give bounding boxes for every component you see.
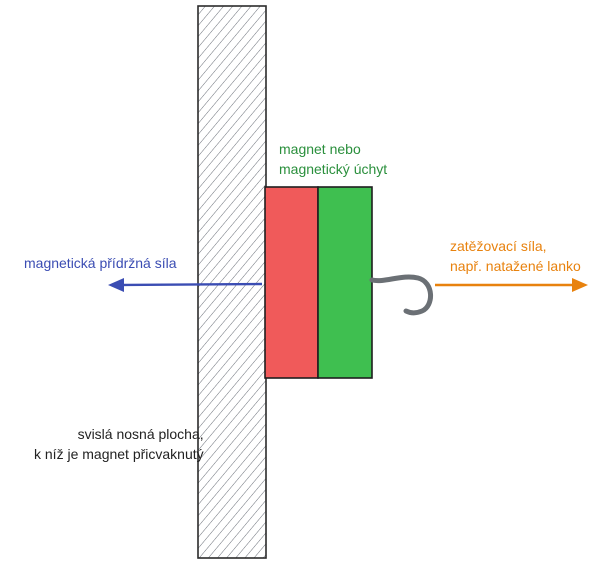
surface-label-line1: svislá nosná plocha,: [77, 426, 204, 442]
magnet-label: magnet nebo magnetický úchyt: [279, 139, 387, 179]
load-force-line1: zatěžovací síla,: [450, 238, 547, 254]
magnet-red-half: [264, 186, 319, 379]
surface-label-line2: k níž je magnet přicvaknutý: [34, 446, 204, 462]
magnet-label-line2: magnetický úchyt: [279, 161, 388, 177]
load-force-arrow: [435, 278, 588, 292]
magnet-label-line1: magnet nebo: [279, 141, 361, 157]
support-surface: [197, 5, 267, 559]
load-force-line2: např. natažené lanko: [450, 258, 581, 274]
hook-icon: [369, 274, 433, 316]
magnet-green-half: [317, 186, 373, 379]
holding-force-text: magnetická přídržná síla: [24, 255, 177, 271]
holding-force-arrow: [108, 278, 263, 292]
surface-label: svislá nosná plocha, k níž je magnet při…: [34, 424, 204, 464]
load-force-label: zatěžovací síla, např. natažené lanko: [450, 236, 581, 276]
holding-force-label: magnetická přídržná síla: [24, 253, 177, 273]
